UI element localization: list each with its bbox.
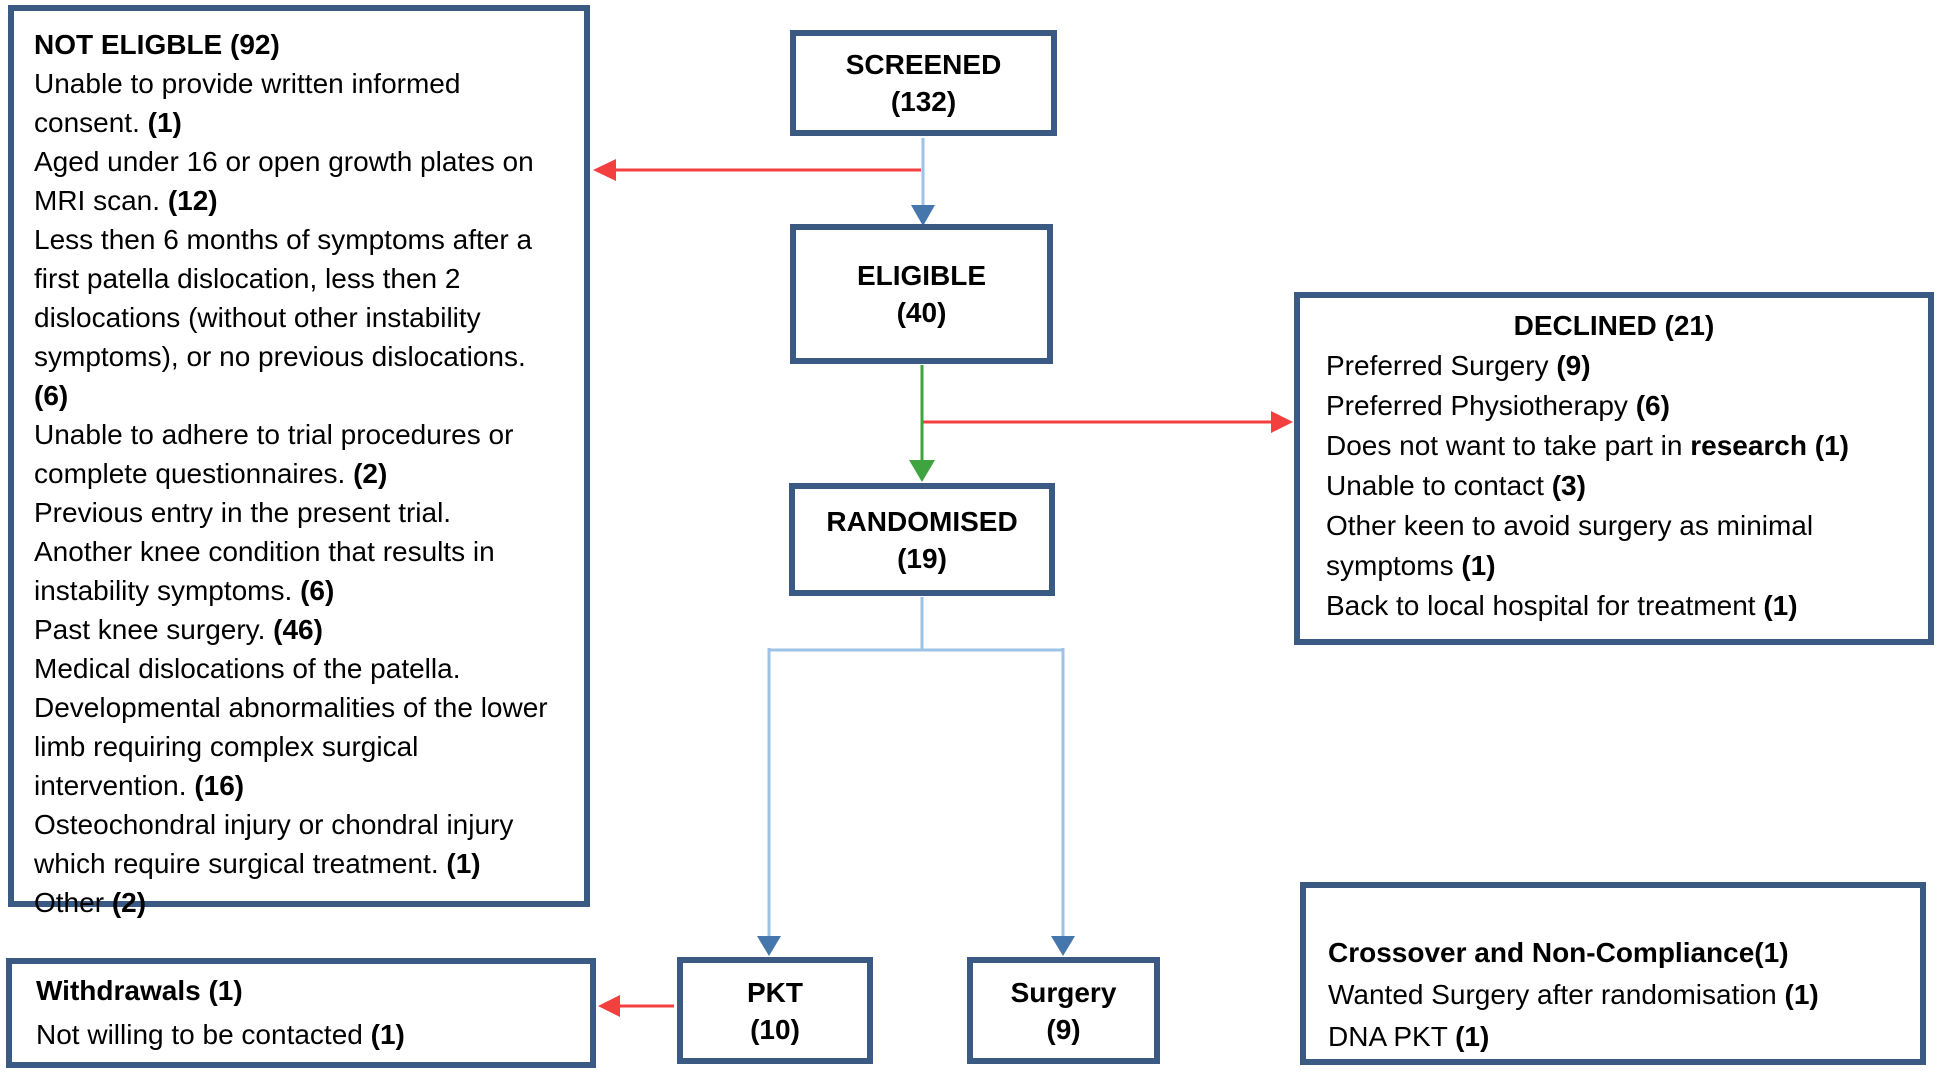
withdrawals-box: Withdrawals (1) Not willing to be contac… bbox=[6, 958, 596, 1068]
item-text: Another knee condition that results in i… bbox=[34, 536, 495, 606]
item-text-after bbox=[1807, 430, 1815, 461]
item-text: Back to local hospital for treatment bbox=[1326, 590, 1764, 621]
list-item: Unable to adhere to trial procedures or … bbox=[34, 415, 564, 493]
declined-box: DECLINED (21) Preferred Surgery (9)Prefe… bbox=[1294, 292, 1934, 645]
item-count: (1) bbox=[1461, 550, 1496, 581]
item-text: Unable to adhere to trial procedures or … bbox=[34, 419, 514, 489]
item-count: (2) bbox=[353, 458, 388, 489]
crossover-title: Crossover and Non-Compliance(1) bbox=[1328, 937, 1789, 968]
item-count: (6) bbox=[300, 575, 335, 606]
item-text: Medical dislocations of the patella. bbox=[34, 653, 461, 684]
list-item: Other (2) bbox=[34, 883, 564, 922]
surgery-count: (9) bbox=[1046, 1013, 1081, 1045]
item-count: (6) bbox=[34, 380, 69, 411]
item-count: (16) bbox=[194, 770, 245, 801]
screened-label: SCREENED bbox=[845, 49, 1002, 80]
list-item: Preferred Physiotherapy (6) bbox=[1326, 386, 1902, 426]
screened-count: (132) bbox=[890, 86, 957, 117]
list-item: Aged under 16 or open growth plates on M… bbox=[34, 142, 564, 220]
item-count: (1) bbox=[147, 107, 182, 138]
arrow-randomised-to-pkt bbox=[757, 648, 781, 956]
list-item: Less then 6 months of symptoms after a f… bbox=[34, 220, 564, 415]
item-count: (9) bbox=[1556, 350, 1591, 381]
item-text: Aged under 16 or open growth plates on M… bbox=[34, 146, 534, 216]
randomised-count: (19) bbox=[897, 542, 947, 574]
withdrawals-list: Not willing to be contacted (1) bbox=[36, 1013, 566, 1057]
list-item: Past knee surgery. (46) bbox=[34, 610, 564, 649]
item-text: Does not want to take part in bbox=[1326, 430, 1691, 461]
list-item: Not willing to be contacted (1) bbox=[36, 1013, 566, 1057]
item-count: (1) bbox=[370, 1019, 405, 1050]
arrow-eligible-to-randomised bbox=[909, 365, 935, 482]
list-item: DNA PKT (1) bbox=[1328, 1016, 1898, 1058]
eligible-box: ELIGIBLE (40) bbox=[790, 224, 1053, 364]
item-bold-text: research bbox=[1690, 430, 1807, 461]
list-item: Wanted Surgery after randomisation (1) bbox=[1328, 974, 1898, 1016]
randomised-label: RANDOMISED bbox=[826, 505, 1018, 537]
item-text: Less then 6 months of symptoms after a f… bbox=[34, 224, 533, 372]
item-count: (3) bbox=[1551, 470, 1586, 501]
crossover-list: Wanted Surgery after randomisation (1)DN… bbox=[1328, 974, 1898, 1058]
list-item: Medical dislocations of the patella. bbox=[34, 649, 564, 688]
list-item: Back to local hospital for treatment (1) bbox=[1326, 586, 1902, 626]
not-eligible-box: NOT ELIGBLE (92) Unable to provide writt… bbox=[8, 5, 590, 918]
item-count: (1) bbox=[446, 848, 481, 879]
item-text: Unable to provide written informed conse… bbox=[34, 68, 461, 138]
item-text: Previous entry in the present trial. bbox=[34, 497, 452, 528]
item-count: (1) bbox=[1814, 430, 1849, 461]
randomised-box: RANDOMISED (19) bbox=[789, 483, 1055, 596]
declined-list: Preferred Surgery (9)Preferred Physiothe… bbox=[1326, 346, 1902, 626]
list-item: Another knee condition that results in i… bbox=[34, 532, 564, 610]
item-text: Not willing to be contacted bbox=[36, 1019, 371, 1050]
item-text: Other keen to avoid surgery as minimal s… bbox=[1326, 510, 1814, 581]
not-eligible-list: Unable to provide written informed conse… bbox=[34, 64, 564, 922]
surgery-label: Surgery bbox=[1010, 976, 1117, 1008]
arrow-to-not-eligible bbox=[593, 159, 921, 181]
item-text: Preferred Physiotherapy bbox=[1326, 390, 1636, 421]
pkt-label: PKT bbox=[747, 976, 803, 1008]
list-item: Unable to provide written informed conse… bbox=[34, 64, 564, 142]
arrow-randomised-to-surgery bbox=[1051, 648, 1075, 956]
arrow-screened-to-eligible bbox=[911, 138, 935, 226]
item-text: Preferred Surgery bbox=[1326, 350, 1557, 381]
list-item: Developmental abnormalities of the lower… bbox=[34, 688, 564, 805]
item-text: Developmental abnormalities of the lower… bbox=[34, 692, 548, 801]
item-count: (2) bbox=[111, 887, 147, 918]
crossover-box: Crossover and Non-Compliance(1) Wanted S… bbox=[1300, 882, 1926, 1065]
list-item: Preferred Surgery (9) bbox=[1326, 346, 1902, 386]
item-text: Osteochondral injury or chondral injury … bbox=[34, 809, 514, 879]
item-text: DNA PKT bbox=[1328, 1021, 1456, 1052]
eligible-label: ELIGIBLE bbox=[856, 260, 987, 291]
eligible-count: (40) bbox=[896, 297, 947, 328]
item-count: (12) bbox=[167, 185, 218, 216]
item-count: (1) bbox=[1455, 1021, 1490, 1052]
item-count: (46) bbox=[273, 614, 323, 645]
list-item: Does not want to take part in research (… bbox=[1326, 426, 1902, 466]
item-text: Past knee surgery. bbox=[34, 614, 274, 645]
arrow-pkt-to-withdrawals bbox=[598, 995, 674, 1017]
item-count: (1) bbox=[1763, 590, 1798, 621]
item-text: Other bbox=[34, 887, 112, 918]
list-item: Previous entry in the present trial. bbox=[34, 493, 564, 532]
connector-randomised-branch bbox=[769, 597, 1063, 652]
not-eligible-title: NOT ELIGBLE (92) bbox=[34, 29, 280, 60]
surgery-box: Surgery (9) bbox=[967, 957, 1160, 1064]
screened-box: SCREENED (132) bbox=[790, 30, 1057, 136]
declined-title: DECLINED (21) bbox=[1513, 310, 1715, 341]
item-text: Wanted Surgery after randomisation bbox=[1328, 979, 1785, 1010]
list-item: Osteochondral injury or chondral injury … bbox=[34, 805, 564, 883]
item-count: (6) bbox=[1635, 390, 1670, 421]
pkt-count: (10) bbox=[750, 1013, 800, 1045]
list-item: Unable to contact (3) bbox=[1326, 466, 1902, 506]
list-item: Other keen to avoid surgery as minimal s… bbox=[1326, 506, 1902, 586]
pkt-box: PKT (10) bbox=[677, 957, 873, 1064]
arrow-to-declined bbox=[923, 411, 1293, 433]
withdrawals-title: Withdrawals (1) bbox=[36, 975, 243, 1006]
item-count: (1) bbox=[1784, 979, 1819, 1010]
item-text: Unable to contact bbox=[1326, 470, 1552, 501]
